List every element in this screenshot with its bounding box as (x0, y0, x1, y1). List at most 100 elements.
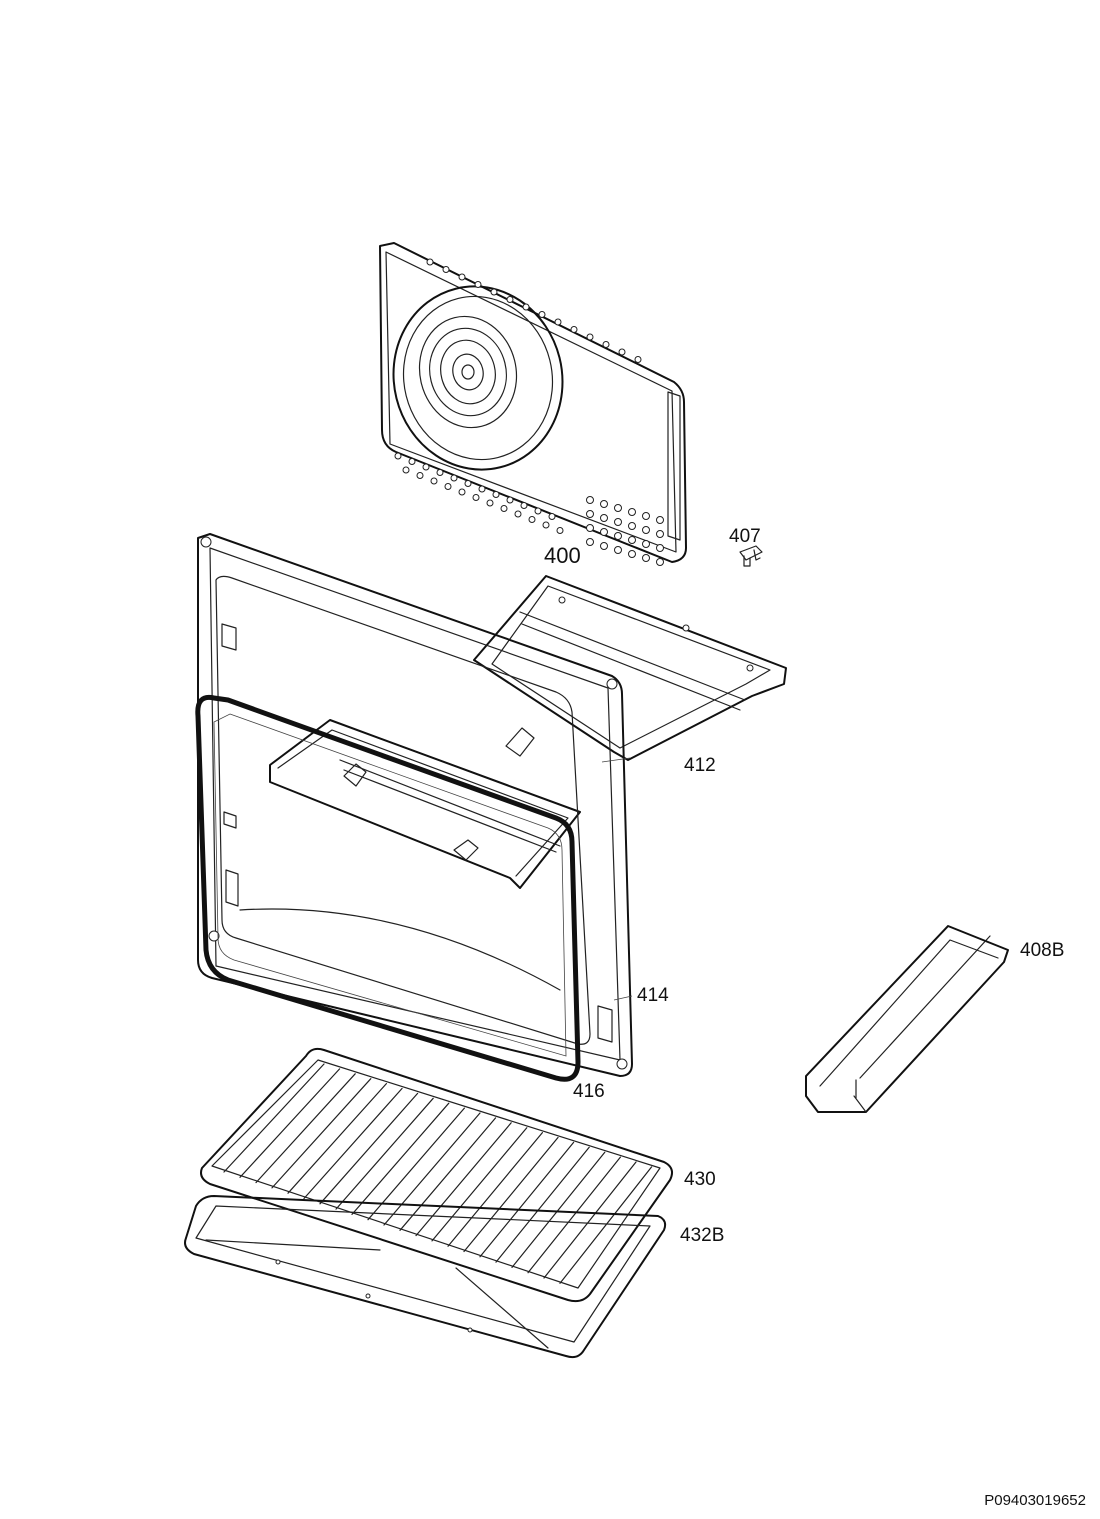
vent-hole (500, 505, 508, 512)
vent-hole (464, 480, 472, 487)
baking-tray-432B (184, 1195, 667, 1359)
vent-hole (656, 544, 664, 552)
vent-hole (614, 518, 622, 526)
vent-hole (656, 516, 664, 524)
top-liner-412 (473, 575, 787, 761)
vent-hole (570, 326, 578, 333)
vent-hole (614, 546, 622, 554)
vent-hole (628, 508, 636, 516)
document-number: P09403019652 (984, 1492, 1086, 1509)
vent-hole (458, 488, 466, 496)
rack-bar (431, 1127, 528, 1242)
front-frame-414 (197, 533, 633, 1077)
vent-hole (402, 466, 410, 474)
vent-hole (520, 502, 528, 509)
rack-bar (335, 1097, 434, 1210)
leader-lines (601, 757, 633, 1001)
vent-hole (472, 494, 480, 501)
callout-408B: 408B (1020, 940, 1065, 961)
vent-hole (538, 311, 546, 318)
callout-412: 412 (684, 755, 716, 776)
vent-hole (656, 558, 664, 566)
vent-hole (506, 496, 514, 504)
rack-bar (255, 1073, 356, 1184)
vent-hole (416, 472, 424, 479)
rack-bar (463, 1136, 559, 1253)
vent-hole (586, 538, 594, 546)
rack-bar (559, 1166, 653, 1284)
vent-hole (642, 540, 650, 548)
rack-bar (287, 1083, 387, 1194)
vent-hole (458, 273, 466, 281)
vent-hole (408, 458, 416, 465)
rack-bar (383, 1112, 481, 1226)
rack-bar (239, 1068, 341, 1178)
vent-hole (656, 530, 664, 538)
vent-hole (422, 463, 430, 471)
vent-hole (442, 266, 450, 273)
vent-hole (586, 524, 594, 532)
vent-hole (614, 504, 622, 512)
vent-hole (556, 527, 564, 534)
vent-hole (474, 281, 482, 288)
rack-bar (367, 1107, 465, 1221)
vent-hole (628, 522, 636, 530)
vent-holes (394, 258, 664, 566)
vent-hole (628, 536, 636, 544)
vent-hole (478, 485, 486, 493)
vent-hole (642, 526, 650, 534)
rack-bar (303, 1087, 403, 1200)
vent-hole (394, 452, 402, 460)
vent-hole (444, 483, 452, 490)
rack-bar (495, 1146, 590, 1263)
vent-hole (600, 514, 608, 522)
channel-408B (805, 925, 1009, 1113)
rack-bar (543, 1161, 637, 1279)
vent-hole (430, 477, 438, 485)
vent-hole (450, 474, 458, 482)
callout-430: 430 (684, 1169, 716, 1190)
vent-hole (586, 333, 594, 341)
clip-407 (739, 545, 763, 567)
vent-hole (486, 499, 494, 507)
vent-hole (602, 341, 610, 348)
rack-bar (223, 1063, 325, 1173)
wire-rack-430 (200, 1047, 673, 1303)
vent-hole (522, 303, 530, 311)
rack-bar (511, 1151, 606, 1268)
callout-414: 414 (637, 985, 669, 1006)
rack-bar (527, 1156, 621, 1274)
vent-hole (642, 554, 650, 562)
callout-400: 400 (544, 543, 581, 568)
callout-416: 416 (573, 1081, 605, 1102)
vent-hole (528, 516, 536, 523)
vent-hole (506, 296, 514, 303)
vent-hole (600, 528, 608, 536)
rack-bar (447, 1132, 543, 1247)
vent-hole (600, 500, 608, 508)
rack-bar (271, 1078, 372, 1189)
vent-hole (426, 258, 434, 266)
callout-432B: 432B (680, 1225, 725, 1246)
vent-hole (628, 550, 636, 558)
vent-hole (586, 496, 594, 504)
inner-tray (269, 719, 581, 889)
rack-bar (415, 1122, 512, 1237)
rear-fan-panel-400 (379, 242, 687, 566)
vent-hole (586, 510, 594, 518)
vent-hole (554, 318, 562, 326)
vent-hole (618, 348, 626, 356)
vent-hole (534, 507, 542, 515)
rack-bar (399, 1117, 497, 1231)
vent-hole (492, 491, 500, 498)
vent-hole (490, 288, 498, 296)
rack-bar (351, 1102, 450, 1215)
vent-hole (642, 512, 650, 520)
vent-hole (514, 510, 522, 518)
vent-hole (436, 469, 444, 476)
callout-407: 407 (729, 526, 761, 547)
rack-bar (479, 1141, 575, 1258)
rack-bars (223, 1063, 653, 1284)
vent-hole (634, 356, 642, 363)
